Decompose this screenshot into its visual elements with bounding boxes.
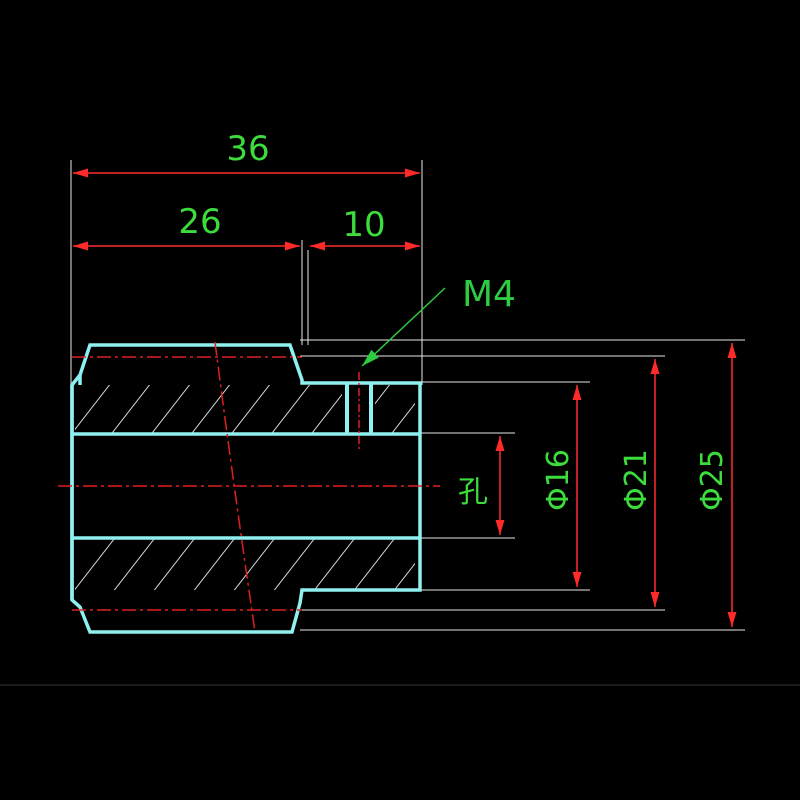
section-hatch-top [75,385,415,435]
dim-bore-diameter: Φ16 [541,449,576,511]
dim-right-length: 10 [342,205,385,245]
section-hatch-bottom [75,538,415,590]
dim-overall-length: 36 [226,129,269,169]
horizontal-dimensions [73,168,420,251]
dim-outer-diameter: Φ25 [695,449,730,511]
threaded-hole [345,383,373,434]
centerlines [58,341,440,633]
vertical-dimensions [495,343,737,627]
part-outline [70,343,422,634]
dim-inner-step-diameter: Φ21 [619,449,654,511]
thread-leader [361,287,446,367]
dim-left-length: 26 [178,202,221,242]
hole-label: 孔 [458,475,488,510]
thread-callout: M4 [462,274,516,315]
extension-lines [70,160,745,631]
